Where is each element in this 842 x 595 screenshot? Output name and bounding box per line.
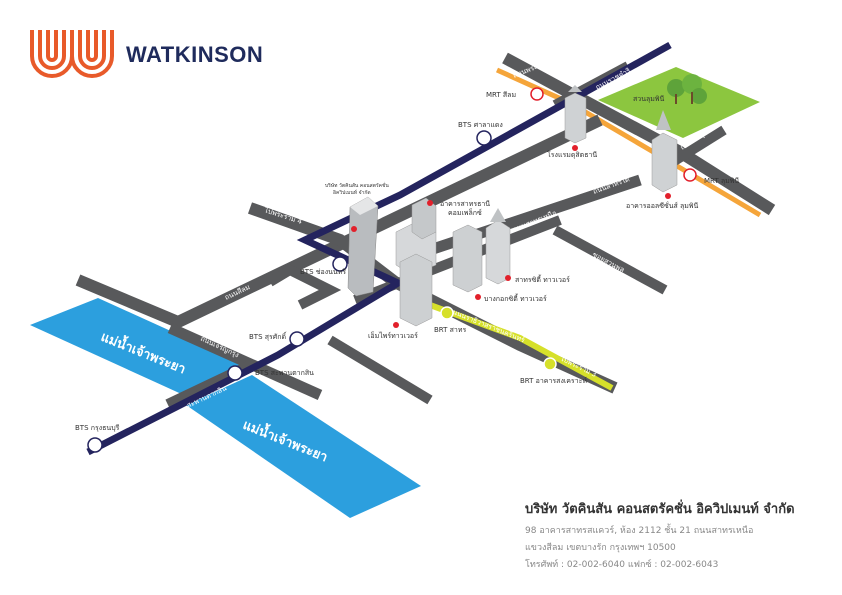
road-minor <box>267 264 342 310</box>
bts-line <box>86 41 672 456</box>
bts-icon-sala-daeng <box>476 130 492 146</box>
label-company-tag-2: อิควิปเมนท์ จำกัด <box>333 189 371 196</box>
label-sathorn-thani: อาคารสาทรธานี <box>440 200 490 208</box>
company-address-2: แขวงสีลม เขตบางรัก กรุงเทพฯ 10500 <box>525 543 676 553</box>
building-dusit <box>564 85 587 144</box>
mrt-line <box>495 67 762 218</box>
marker-sathorn-thani <box>427 200 433 206</box>
building-bangkok-city <box>452 224 483 293</box>
label-brt-sathorn: BRT สาทร <box>434 326 466 334</box>
label-brt-akhan-songkhro: BRT อาคารสงเคราะห์ <box>520 377 587 385</box>
building-all-seasons <box>651 110 678 193</box>
company-address-1: 98 อาคารสาทรสแควร์, ห้อง 2112 ชั้น 21 ถน… <box>525 526 754 536</box>
road-charoenkrung <box>167 322 323 401</box>
marker-bangkok-city <box>475 294 481 300</box>
label-bts-sala-daeng: BTS ศาลาแดง <box>458 121 503 129</box>
bts-station-icons <box>87 130 492 453</box>
label-all-seasons: อาคารออลซีซั่นส์ ลุมพินี <box>626 201 699 210</box>
label-bts-krung-thon-buri: BTS กรุงธนบุรี <box>75 424 120 432</box>
marker-sathorn-city <box>505 275 511 281</box>
marker-empire <box>393 322 399 328</box>
brand-name: WATKINSON <box>126 42 264 67</box>
marker-sathorn-square <box>351 226 357 232</box>
label-empire: เอ็มไพร์ทาวเวอร์ <box>368 331 418 340</box>
brt-station-icons <box>440 306 557 371</box>
label-sathorn-thani-2: คอมเพล็กซ์ <box>448 208 482 217</box>
label-company-tag: บริษัท วัตคินสัน คอนสตรัคชั่น <box>325 182 389 189</box>
watkinson-logo-mark <box>30 30 114 78</box>
watkinson-logo: WATKINSON <box>28 28 268 88</box>
road-rama4 <box>502 52 776 216</box>
river-upper <box>30 298 250 397</box>
building-sathorn-square <box>347 196 379 297</box>
marker-all-seasons <box>665 193 671 199</box>
label-bts-saphan-taksin: BTS สะพานตากสิน <box>255 369 314 377</box>
label-sathorn-city: สาทรซิตี้ ทาวเวอร์ <box>515 273 570 284</box>
building-empire <box>399 253 433 327</box>
mrt-icon-silom <box>530 87 544 101</box>
label-dusit: โรงแรมดุสิตธานี <box>547 150 597 159</box>
lumphini-park <box>598 67 760 138</box>
bts-icon-saphan-taksin <box>227 365 243 381</box>
park-trees <box>667 74 707 104</box>
label-lumphini-park: สวนลุมพินี <box>633 95 665 103</box>
label-bts-surasak: BTS สุรศักดิ์ <box>249 331 287 341</box>
brt-icon-sathorn <box>440 306 454 320</box>
road-charoenrat <box>327 335 433 405</box>
marker-dusit <box>572 145 578 151</box>
bts-icon-krung-thon-buri <box>87 437 103 453</box>
label-mrt-silom: MRT สีลม <box>486 91 516 99</box>
bts-icon-surasak <box>289 331 305 347</box>
brt-line <box>428 302 614 391</box>
mrt-icon-lumphini <box>683 168 697 182</box>
road-suan-phlu <box>552 225 668 295</box>
label-bangkok-city: บางกอกซิตี้ ทาวเวอร์ <box>484 292 547 303</box>
label-mrt-lumphini: MRT ลุมพินี <box>704 177 739 185</box>
place-markers <box>351 145 671 328</box>
river-lower <box>186 375 421 518</box>
road-silom <box>75 114 603 329</box>
company-contact: โทรศัพท์ : 02-002-6040 แฟกซ์ : 02-002-60… <box>525 560 719 570</box>
mrt-station-icons <box>530 87 697 182</box>
label-bts-chong-nonsi: BTS ช่องนนทรี <box>300 268 346 276</box>
company-info: บริษัท วัตคินสัน คอนสตรัคชั่น อิควิปเมนท… <box>525 498 825 574</box>
brt-icon-akhan-songkhro <box>543 357 557 371</box>
company-name: บริษัท วัตคินสัน คอนสตรัคชั่น อิควิปเมนท… <box>525 502 795 517</box>
bts-icon-chong-nonsi <box>332 256 348 272</box>
